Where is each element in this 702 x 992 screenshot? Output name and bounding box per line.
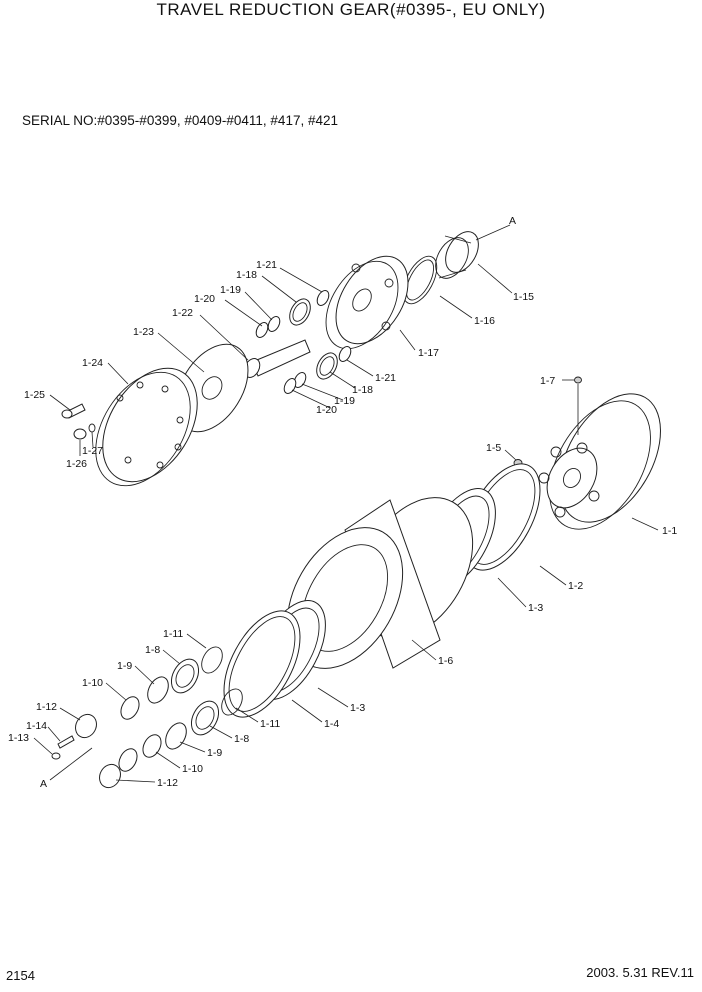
part-washer-1-12b (99, 763, 121, 789)
part-screw-1-13 (51, 752, 61, 760)
callout-1-14: 1-14 (26, 720, 47, 732)
callout-1-8-lower: 1-8 (234, 733, 249, 745)
callout-A-top: A (509, 215, 516, 227)
part-washer-upper-1-21 (316, 290, 330, 306)
page-title: TRAVEL REDUCTION GEAR(#0395-, EU ONLY) (156, 0, 546, 19)
callout-1-20-lower: 1-20 (316, 404, 337, 416)
part-needle-bearing-lower-1-20 (283, 372, 307, 394)
callout-1-19-lower: 1-19 (334, 395, 355, 407)
callout-1-12-upper: 1-12 (36, 701, 57, 713)
callout-1-9-lower: 1-9 (207, 747, 222, 759)
callout-1-5: 1-5 (486, 442, 501, 454)
part-ring-1-10c (118, 748, 138, 772)
callout-1-18-lower: 1-18 (352, 384, 373, 396)
callout-1-20-upper: 1-20 (194, 293, 215, 305)
callout-1-6: 1-6 (438, 655, 453, 667)
part-cover-1-24 (95, 367, 198, 487)
callout-1-2: 1-2 (568, 580, 583, 592)
part-washer-1-12a (75, 713, 97, 739)
part-bearing-1-9a (147, 676, 169, 704)
part-washer-1-11b (221, 688, 243, 716)
page-number: 2154 (6, 968, 35, 983)
part-sun-gear-1-15 (435, 231, 479, 279)
callout-1-10-upper: 1-10 (82, 677, 103, 689)
part-bolt-1-7 (574, 376, 582, 435)
callout-1-26: 1-26 (66, 458, 87, 470)
callout-1-18-upper: 1-18 (236, 269, 257, 281)
part-o-ring-1-27 (88, 423, 96, 433)
part-planet-gear-upper-1-18 (289, 298, 311, 326)
part-gear-1-8a (170, 658, 200, 694)
callout-1-4: 1-4 (324, 718, 339, 730)
callout-1-10-lower: 1-10 (182, 763, 203, 775)
callout-1-16: 1-16 (474, 315, 495, 327)
part-washer-1-11a (201, 646, 223, 674)
date-revision: 2003. 5.31 REV.11 (586, 965, 694, 980)
callout-1-8-upper: 1-8 (145, 644, 160, 656)
part-gear-1-8b (190, 700, 220, 736)
callout-1-11-upper: 1-11 (163, 628, 183, 640)
part-plug-1-26 (73, 428, 87, 440)
callout-1-17: 1-17 (418, 347, 439, 359)
callout-1-27: 1-27 (82, 445, 103, 457)
callout-1-11-lower: 1-11 (260, 718, 280, 730)
callout-1-15: 1-15 (513, 291, 534, 303)
callout-1-19-upper: 1-19 (220, 284, 241, 296)
callout-1-22: 1-22 (172, 307, 193, 319)
leader-lines (33, 224, 659, 783)
part-planet-gear-lower-1-18 (316, 352, 338, 380)
callout-1-23: 1-23 (133, 326, 154, 338)
part-bolt-1-25 (61, 403, 86, 419)
callout-1-12-lower: 1-12 (157, 777, 178, 789)
part-pin-1-14 (57, 735, 75, 749)
part-ring-1-10b (142, 734, 162, 758)
callout-A-bottom: A (40, 778, 47, 790)
callout-1-13: 1-13 (8, 732, 29, 744)
part-washer-lower-1-21 (338, 346, 352, 362)
callout-1-21-lower: 1-21 (375, 372, 396, 384)
part-planet-carrier-1-17 (325, 255, 409, 350)
part-bearing-1-9b (165, 722, 187, 750)
serial-number-line: SERIAL NO:#0395-#0399, #0409-#0411, #417… (22, 113, 338, 128)
callout-1-21-upper: 1-21 (256, 259, 277, 271)
part-hub-1-1 (538, 393, 661, 530)
part-snap-ring-1-16 (402, 255, 438, 305)
callout-1-25: 1-25 (24, 389, 45, 401)
callout-1-9-upper: 1-9 (117, 660, 132, 672)
part-needle-bearing-upper-1-20 (255, 316, 281, 338)
callout-1-1: 1-1 (662, 525, 677, 537)
callout-1-24: 1-24 (82, 357, 103, 369)
callout-1-3-lower: 1-3 (350, 702, 365, 714)
part-ring-1-10a (120, 696, 140, 720)
callout-1-3-upper: 1-3 (528, 602, 543, 614)
callout-1-7: 1-7 (540, 375, 555, 387)
